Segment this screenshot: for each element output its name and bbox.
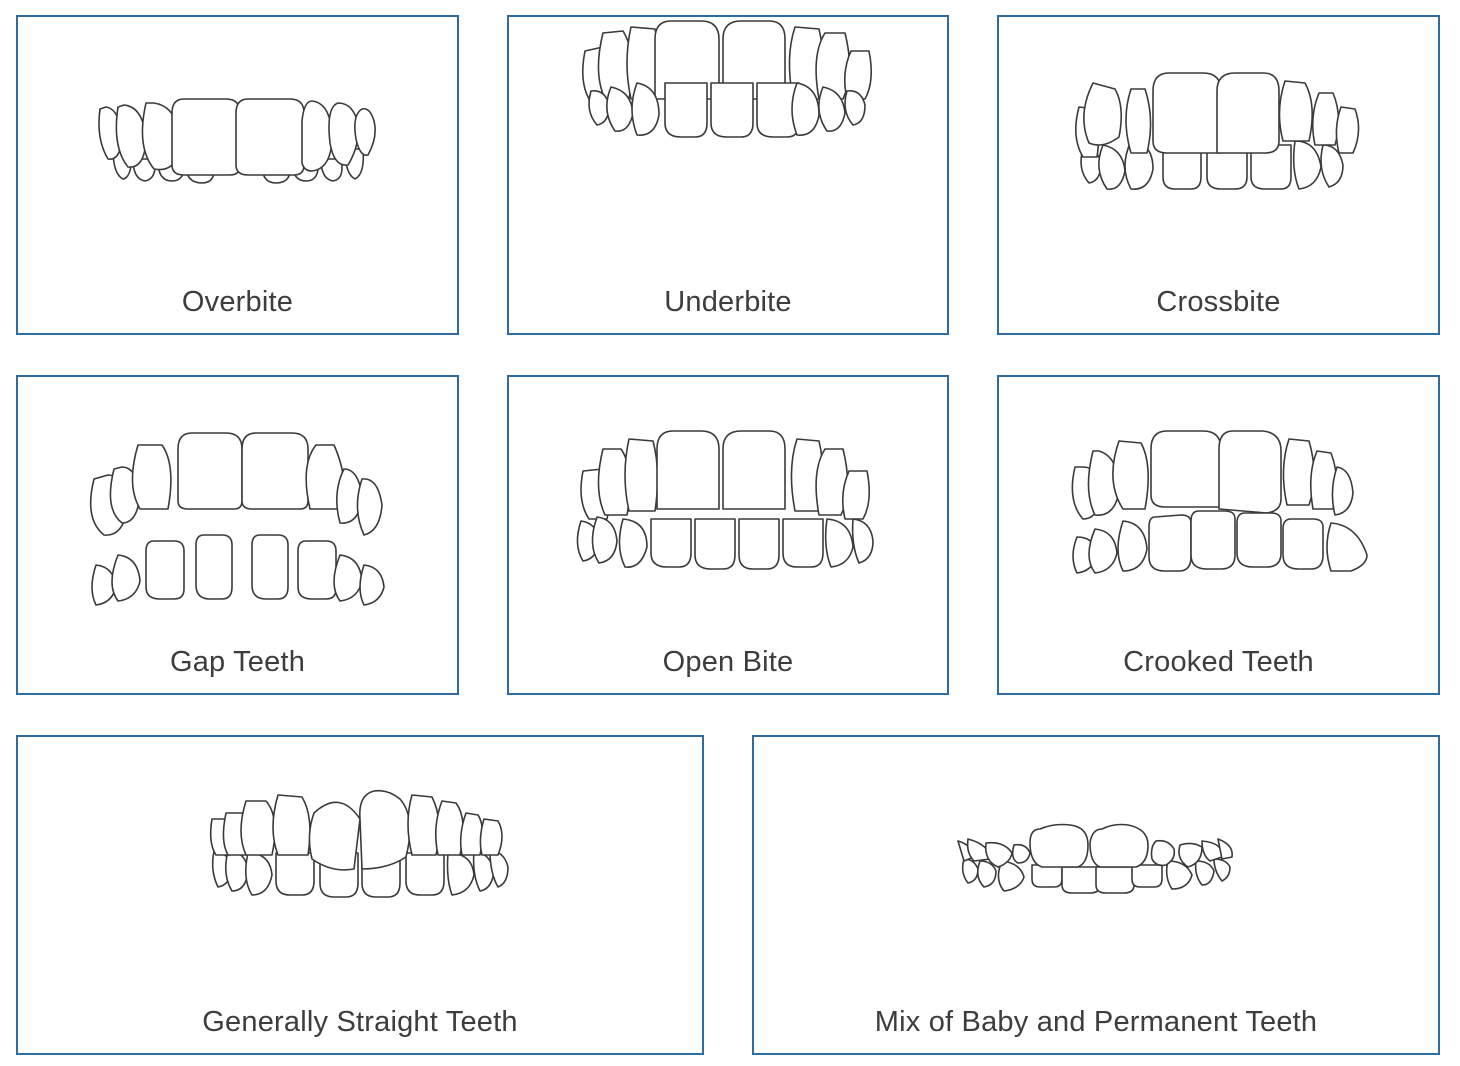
option-label: Mix of Baby and Permanent Teeth — [874, 1006, 1318, 1038]
option-underbite[interactable]: Underbite — [507, 15, 949, 335]
crooked-teeth-icon — [1071, 430, 1368, 574]
option-label: Overbite — [181, 286, 294, 318]
straight-teeth-icon — [209, 789, 509, 898]
overbite-teeth-icon — [97, 98, 376, 184]
option-generally-straight-teeth[interactable]: Generally Straight Teeth — [16, 735, 704, 1055]
mixed-teeth-icon — [957, 823, 1234, 894]
option-crossbite[interactable]: Crossbite — [997, 15, 1440, 335]
option-crooked-teeth[interactable]: Crooked Teeth — [997, 375, 1440, 695]
option-overbite[interactable]: Overbite — [16, 15, 459, 335]
option-label: Crossbite — [1156, 286, 1281, 318]
option-label: Gap Teeth — [169, 646, 306, 678]
option-label: Generally Straight Teeth — [202, 1006, 518, 1038]
option-label: Open Bite — [662, 646, 794, 678]
open-bite-teeth-icon — [576, 430, 874, 570]
underbite-teeth-icon — [581, 20, 873, 138]
option-mix-of-baby-and-permanent-teeth[interactable]: Mix of Baby and Permanent Teeth — [752, 735, 1440, 1055]
option-label: Underbite — [664, 286, 792, 318]
option-open-bite[interactable]: Open Bite — [507, 375, 949, 695]
option-gap-teeth[interactable]: Gap Teeth — [16, 375, 459, 695]
crossbite-teeth-icon — [1074, 72, 1359, 190]
option-label: Crooked Teeth — [1123, 646, 1314, 678]
gap-teeth-icon — [89, 432, 385, 606]
